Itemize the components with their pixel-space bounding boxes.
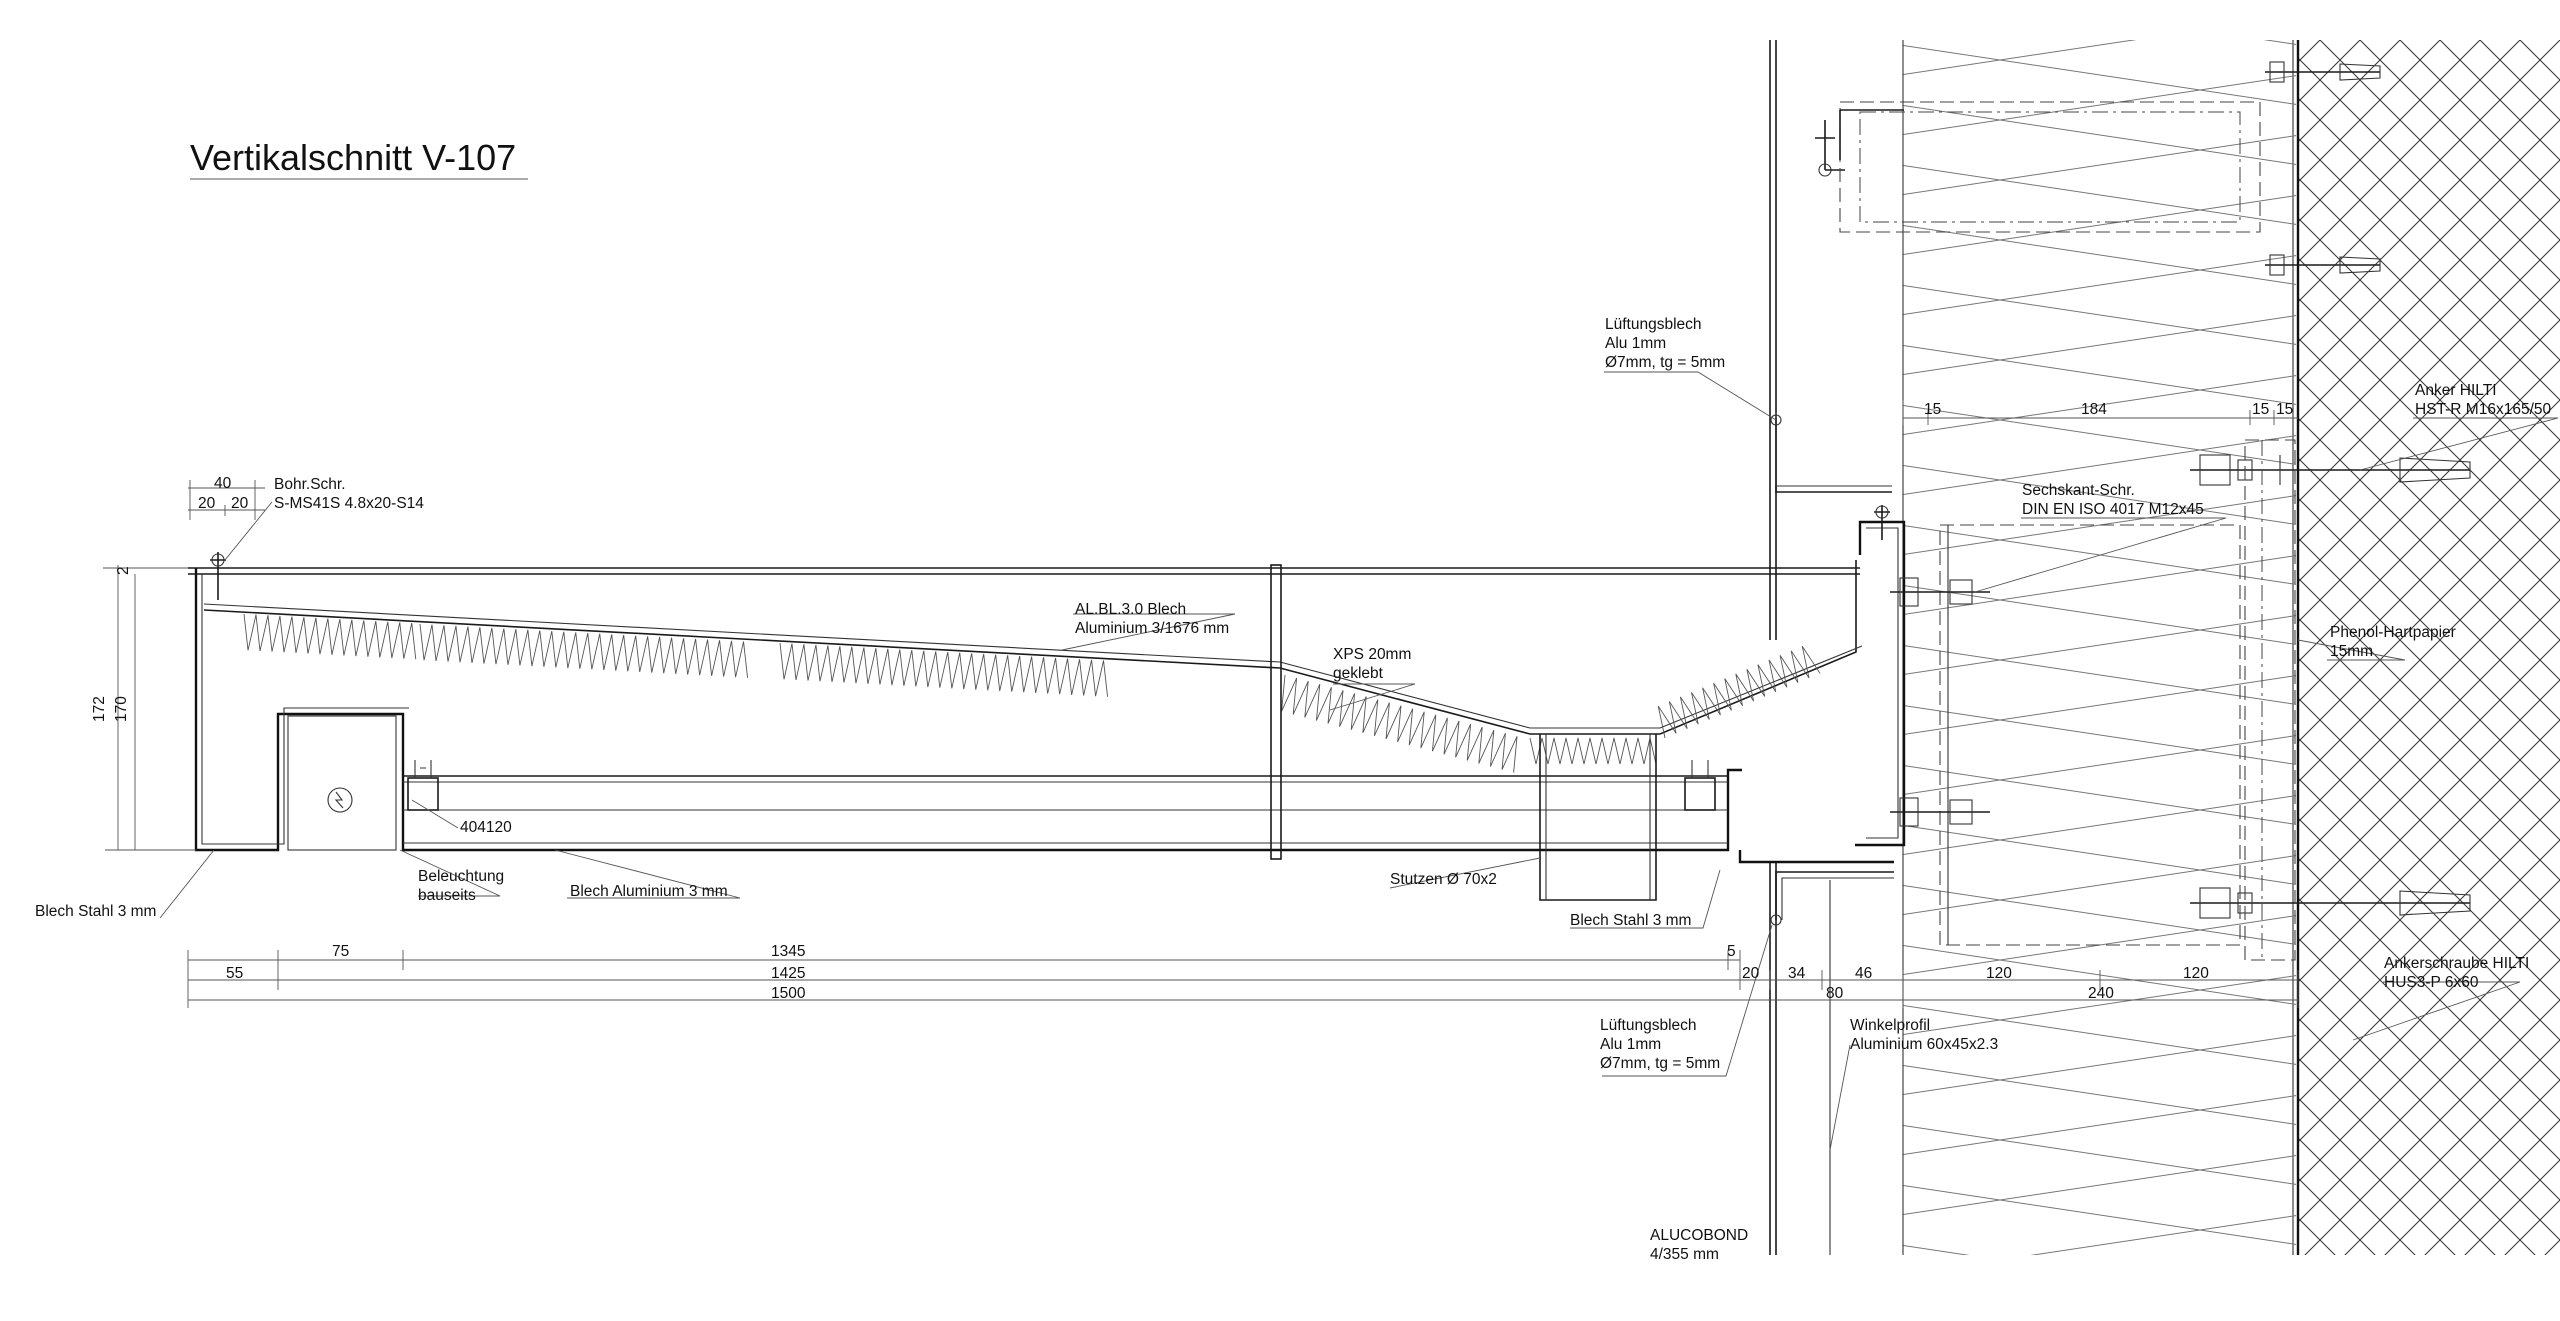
label-beleucht-2: bauseits [418, 887, 476, 904]
dim-120b: 120 [2183, 965, 2209, 982]
insulation-layer [1902, 40, 2296, 1255]
dim-20b: 20 [231, 495, 249, 512]
dim-75: 75 [332, 943, 349, 960]
dim-40: 40 [214, 475, 232, 492]
title-text: Vertikalschnitt V-107 [190, 137, 516, 178]
dim-20c: 20 [1742, 965, 1760, 982]
hex-bolt-lower [1890, 797, 1990, 827]
vent-hole-icon-lower [1770, 914, 1782, 926]
screw-icon [1818, 163, 1832, 177]
label-albl-2: Aluminium 3/1676 mm [1075, 620, 1229, 637]
facade-panel-lower [1769, 862, 1894, 1255]
label-beleucht-1: Beleuchtung [418, 868, 504, 885]
label-blech-stahl-right: Blech Stahl 3 mm [1570, 912, 1691, 929]
dim-1345: 1345 [771, 943, 805, 960]
label-xps-2: geklebt [1333, 665, 1384, 682]
label-lueft-top-3: Ø7mm, tg = 5mm [1605, 354, 1725, 371]
anchor-top-1 [2265, 61, 2381, 83]
dim-80: 80 [1826, 985, 1844, 1002]
dim-170: 170 [113, 696, 130, 722]
label-lueft-bot-2: Alu 1mm [1600, 1036, 1661, 1053]
drawing-title: Vertikalschnitt V-107 [190, 137, 528, 180]
canopy-profile [188, 505, 1990, 901]
dim-46: 46 [1855, 965, 1872, 982]
dim-55: 55 [226, 965, 243, 982]
anchor-top-2 [2265, 254, 2381, 276]
vent-hole-icon [1770, 414, 1782, 426]
dim-1425: 1425 [771, 965, 805, 982]
bracket-frame [1939, 439, 2296, 961]
label-anker-2: HST-R M16x165/50 [2415, 401, 2551, 418]
hex-bolt-upper [1890, 577, 1990, 607]
dim-184: 184 [2081, 401, 2107, 418]
dimension-lines [103, 400, 2299, 1008]
annotation-labels: Bohr.Schr. S-MS41S 4.8x20-S14 AL.BL.3.0 … [35, 316, 2551, 1263]
facade-panel-upper [1769, 40, 2261, 640]
dim-20a: 20 [198, 495, 216, 512]
dim-34: 34 [1788, 965, 1806, 982]
label-lueft-bot-3: Ø7mm, tg = 5mm [1600, 1055, 1720, 1072]
label-lueft-top-2: Alu 1mm [1605, 335, 1666, 352]
label-404120: 404120 [460, 819, 512, 836]
label-stutzen: Stutzen Ø 70x2 [1390, 871, 1497, 888]
dim-1500: 1500 [771, 985, 806, 1002]
dim-15a: 15 [1924, 401, 1941, 418]
dim-15c: 15 [2276, 401, 2293, 418]
label-xps-1: XPS 20mm [1333, 646, 1411, 663]
dim-120a: 120 [1986, 965, 2012, 982]
label-alucobond-2: 4/355 mm [1650, 1246, 1719, 1263]
label-winkel-2: Aluminium 60x45x2.3 [1850, 1036, 1998, 1053]
label-albl-1: AL.BL.3.0 Blech [1075, 601, 1186, 618]
label-phenol-1: Phenol-Hartpapier [2330, 624, 2456, 641]
drill-screw-icon [210, 552, 226, 600]
label-blech-alu: Blech Aluminium 3 mm [570, 883, 728, 900]
dim-240: 240 [2088, 985, 2114, 1002]
label-lueft-bot-1: Lüftungsblech [1600, 1017, 1697, 1034]
lighting-icon [327, 787, 353, 813]
dimension-texts: 40 20 20 2 172 170 15 184 15 15 1345 5 5… [91, 401, 2293, 1002]
dim-15b: 15 [2252, 401, 2269, 418]
dim-5: 5 [1727, 943, 1736, 960]
label-bohr-1: Bohr.Schr. [274, 476, 346, 493]
label-ankerschr-1: Ankerschraube HILTI [2384, 955, 2529, 972]
wall-anchors [1939, 61, 2471, 961]
label-ankerschr-2: HUS3-P 6x60 [2384, 974, 2479, 991]
label-blech-stahl-left: Blech Stahl 3 mm [35, 903, 156, 920]
dim-172: 172 [91, 696, 108, 722]
label-sechs-2: DIN EN ISO 4017 M12x45 [2022, 501, 2204, 518]
label-sechs-1: Sechskant-Schr. [2022, 482, 2135, 499]
dim-2: 2 [115, 566, 132, 575]
label-alucobond-1: ALUCOBOND [1650, 1227, 1748, 1244]
label-phenol-2: 15mm [2330, 643, 2373, 660]
label-anker-1: Anker HILTI [2415, 382, 2497, 399]
label-winkel-1: Winkelprofil [1850, 1017, 1930, 1034]
label-bohr-2: S-MS41S 4.8x20-S14 [274, 495, 424, 512]
leader-lines [159, 371, 2559, 1151]
label-lueft-top-1: Lüftungsblech [1605, 316, 1702, 333]
